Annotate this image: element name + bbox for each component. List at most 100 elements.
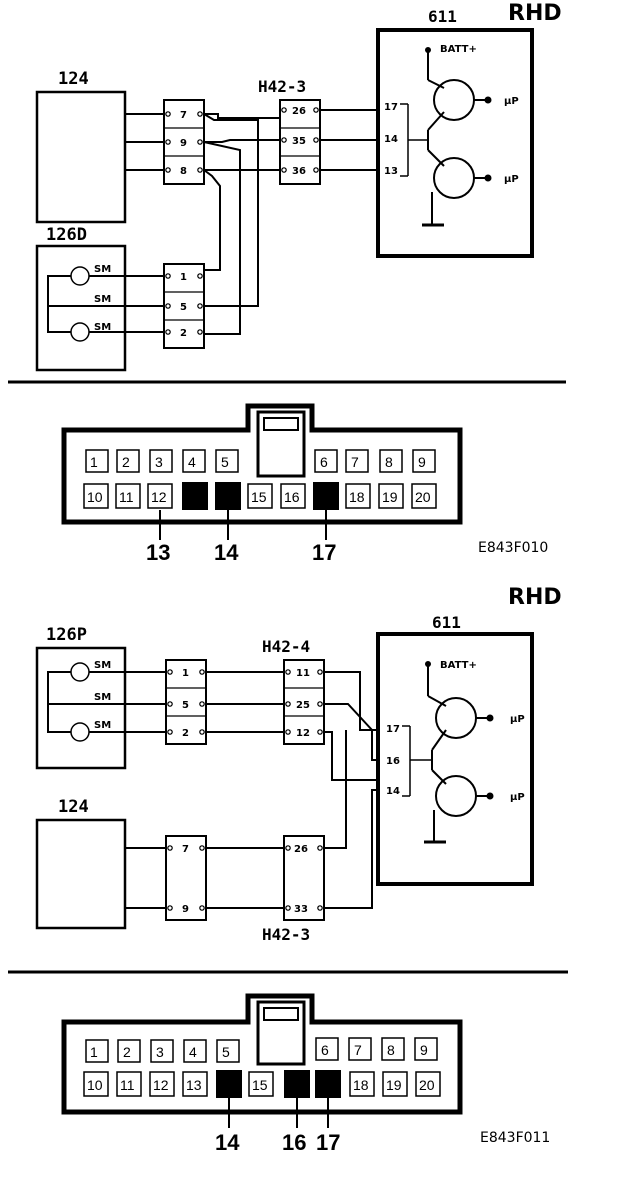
pin-11: 11 <box>119 489 134 505</box>
pin-15: 15 <box>252 1077 268 1093</box>
rhd-label: RHD <box>508 585 562 610</box>
callout-17: 17 <box>312 540 336 565</box>
pin-126p-1: 1 <box>182 668 189 679</box>
pin-124-8: 8 <box>180 166 187 177</box>
motor-label: SM <box>94 294 111 305</box>
pin-20: 20 <box>415 489 431 505</box>
pin-611-14: 14 <box>384 134 398 145</box>
pin-7: 7 <box>354 1042 362 1058</box>
pin-18: 18 <box>353 1077 369 1093</box>
pin-8: 8 <box>385 454 393 470</box>
pin-126d-5: 5 <box>180 302 187 313</box>
module-611-box <box>376 632 534 886</box>
pin-9: 9 <box>418 454 426 470</box>
pin-126p-2: 2 <box>182 728 189 739</box>
motor-label: SM <box>94 322 111 333</box>
module-611-label: 611 <box>432 613 461 632</box>
connector-h42-3 <box>283 835 325 921</box>
connector-h42-3-label: H42-3 <box>262 925 310 944</box>
pin-1: 1 <box>90 454 98 470</box>
pin-19: 19 <box>382 489 398 505</box>
figure-id: E843F011 <box>480 1130 550 1146</box>
mp-top-label: µP <box>504 96 519 107</box>
batt-label: BATT+ <box>440 660 477 671</box>
motor-label: SM <box>94 660 111 671</box>
module-124-box <box>35 818 127 930</box>
pin-124-7: 7 <box>182 844 189 855</box>
pin-19: 19 <box>386 1077 402 1093</box>
pin-h42-35: 35 <box>292 136 306 147</box>
pin-126d-2: 2 <box>180 328 187 339</box>
pin-h42-3-26: 26 <box>294 844 308 855</box>
connector-face-2 <box>61 993 463 1115</box>
pin-15: 15 <box>251 489 267 505</box>
callout-16: 16 <box>282 1130 306 1155</box>
callout-17: 17 <box>316 1130 340 1155</box>
pin-8: 8 <box>387 1042 395 1058</box>
module-124-label: 124 <box>58 797 89 817</box>
pin-13: 13 <box>186 1077 202 1093</box>
mp-bot-label: µP <box>504 174 519 185</box>
connector-2-pins <box>83 1037 441 1128</box>
callout-14: 14 <box>215 1130 240 1155</box>
motor-label: SM <box>94 720 111 731</box>
module-611-label: 611 <box>428 7 457 26</box>
pin-611-14: 14 <box>386 786 400 797</box>
module-124-box <box>35 90 127 224</box>
module-611-box <box>376 28 534 258</box>
connector-124 <box>165 835 207 921</box>
pin-5: 5 <box>221 454 229 470</box>
pin-6: 6 <box>320 454 328 470</box>
motor-label: SM <box>94 264 111 275</box>
mp-top-label: µP <box>510 714 525 725</box>
pin-611-13: 13 <box>384 166 398 177</box>
pin-7: 7 <box>351 454 359 470</box>
pin-124-7: 7 <box>180 110 187 121</box>
diagram-1 <box>35 28 534 372</box>
diagram-2 <box>35 632 534 930</box>
pin-3: 3 <box>155 454 163 470</box>
pin-124-9: 9 <box>182 904 189 915</box>
module-126p-box <box>35 646 127 770</box>
pin-2: 2 <box>122 454 130 470</box>
pin-h42-36: 36 <box>292 166 306 177</box>
pin-9: 9 <box>420 1042 428 1058</box>
module-126d-box <box>35 244 127 372</box>
callout-13: 13 <box>146 540 170 565</box>
pin-4: 4 <box>188 454 196 470</box>
connector-face-1 <box>61 403 463 525</box>
pin-18: 18 <box>349 489 365 505</box>
pin-1: 1 <box>90 1044 98 1060</box>
connector-h42-3 <box>279 99 321 185</box>
connector-h42-4-label: H42-4 <box>262 637 310 656</box>
pin-h42-4-25: 25 <box>296 700 310 711</box>
pin-16: 16 <box>284 489 300 505</box>
pin-20: 20 <box>419 1077 435 1093</box>
diagram-1-dots <box>165 47 492 335</box>
pin-12: 12 <box>153 1077 169 1093</box>
connector-126p <box>165 659 207 745</box>
pin-h42-26: 26 <box>292 106 306 117</box>
motor-label: SM <box>94 692 111 703</box>
pin-611-17: 17 <box>386 724 400 735</box>
pin-10: 10 <box>87 1077 103 1093</box>
pin-124-9: 9 <box>180 138 187 149</box>
module-124-label: 124 <box>58 69 89 89</box>
pin-611-17: 17 <box>384 102 398 113</box>
pin-h42-3-33: 33 <box>294 904 308 915</box>
pin-126p-5: 5 <box>182 700 189 711</box>
diagram-2-dots <box>167 661 494 911</box>
pin-126d-1: 1 <box>180 272 187 283</box>
pin-5: 5 <box>222 1044 230 1060</box>
figure-id: E843F010 <box>478 540 548 556</box>
connector-1-pins <box>83 449 437 540</box>
pin-4: 4 <box>189 1044 197 1060</box>
rhd-label: RHD <box>508 1 562 26</box>
pin-611-16: 16 <box>386 756 400 767</box>
pin-h42-4-12: 12 <box>296 728 310 739</box>
pin-6: 6 <box>321 1042 329 1058</box>
connector-h42-4 <box>283 659 325 745</box>
pin-h42-4-11: 11 <box>296 668 310 679</box>
pin-2: 2 <box>123 1044 131 1060</box>
pin-12: 12 <box>151 489 167 505</box>
